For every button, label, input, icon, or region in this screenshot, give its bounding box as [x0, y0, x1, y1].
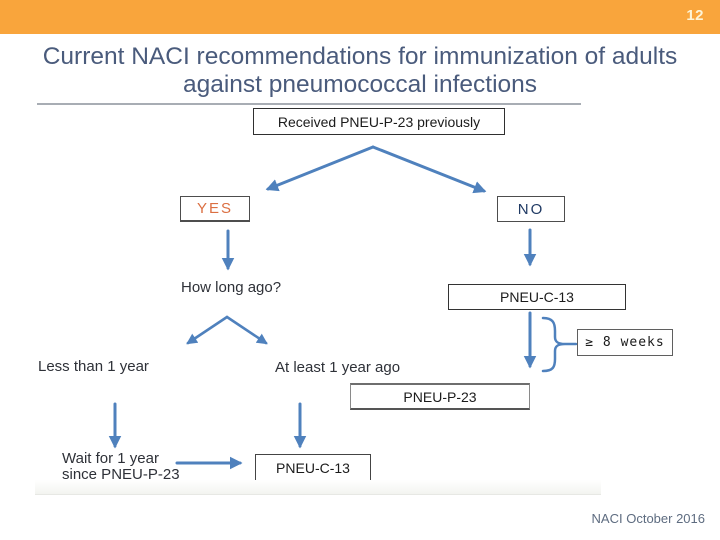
arrow-root-to-yes: [265, 145, 375, 192]
label-wait-line2: since PNEU-P-23: [62, 466, 180, 483]
node-pneu-c-13: PNEU-C-13: [448, 284, 626, 310]
label-at-least-1-year: At least 1 year ago: [275, 359, 401, 376]
slide-title: Current NACI recommendations for immuniz…: [0, 43, 720, 99]
slide-title-line2: against pneumococcal infections: [182, 71, 538, 98]
node-pneu-c-13-final: PNEU-C-13: [255, 454, 371, 481]
brace-8-weeks: [541, 316, 578, 373]
arrow-howlong-to-less: [186, 315, 229, 345]
node-no: NO: [497, 196, 565, 222]
node-received-pneu-p-23: Received PNEU-P-23 previously: [253, 108, 505, 135]
label-wait-line1: Wait for 1 year: [62, 450, 159, 467]
label-less-than-1-year: Less than 1 year: [38, 358, 149, 375]
flowchart-image-bottom-edge: [35, 480, 601, 495]
label-wait-1-year: Wait for 1 year since PNEU-P-23: [62, 451, 180, 483]
page-number: 12: [686, 7, 704, 24]
node-yes: YES: [180, 196, 250, 222]
arrow-root-to-no: [371, 145, 487, 194]
node-pneu-p-23: PNEU-P-23: [350, 383, 530, 410]
footer-text: NACI October 2016: [591, 511, 705, 526]
title-underline: [37, 103, 581, 105]
label-how-long-ago: How long ago?: [181, 279, 282, 296]
header-bar: [0, 0, 720, 34]
slide-title-line1: Current NACI recommendations for immuniz…: [42, 43, 678, 70]
arrow-howlong-to-atleast: [225, 315, 268, 345]
node-8-weeks: ≥ 8 weeks: [577, 329, 673, 356]
